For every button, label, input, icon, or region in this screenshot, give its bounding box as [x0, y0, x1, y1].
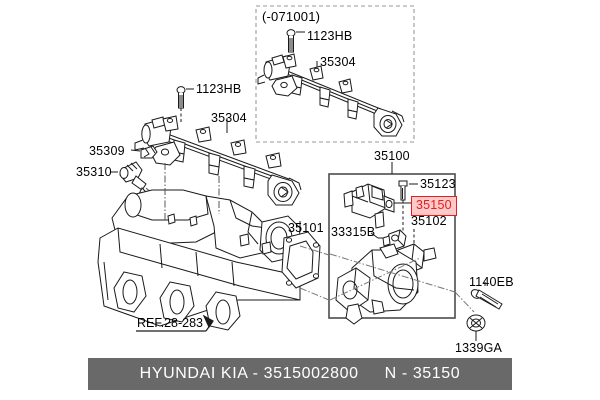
bolt-1140EB: [470, 282, 503, 310]
ref-underline-arrow: [136, 314, 214, 332]
label-35102: 35102: [411, 214, 447, 228]
inset-bolt-1123HB: [286, 29, 305, 53]
label-ref-28-283: REF.28-283: [137, 316, 204, 330]
label-1140EB: 1140EB: [469, 275, 514, 289]
label-35150-highlighted[interactable]: 35150: [411, 196, 457, 216]
inset-caption: (-071001): [262, 9, 321, 24]
gasket-35101: [281, 221, 321, 289]
label-33315B: 33315B: [331, 225, 376, 239]
label-inset-1123HB: 1123HB: [307, 29, 353, 43]
bolt-35123: [398, 180, 418, 252]
footer-bar: HYUNDAI KIA - 3515002800 N - 35150: [88, 358, 512, 390]
intake-manifold: [97, 163, 301, 331]
bolt-1123HB-main: [176, 86, 194, 122]
label-inset-35304: 35304: [320, 55, 356, 69]
sensor-33315B: [370, 229, 407, 251]
label-35123: 35123: [420, 177, 456, 191]
label-35309: 35309: [89, 144, 125, 158]
label-35304: 35304: [211, 111, 247, 125]
label-35101: 35101: [288, 221, 324, 235]
inset-fuel-rail-35304: [257, 53, 405, 137]
throttle-body: [329, 243, 456, 325]
footer-part-number: N - 35150: [384, 365, 461, 382]
label-35310: 35310: [76, 165, 112, 179]
label-1123HB: 1123HB: [196, 82, 242, 96]
fuel-rail-35304: [134, 115, 302, 206]
clip-35309: [130, 145, 158, 159]
washer-1339GA: [466, 314, 486, 341]
footer-brand-part: HYUNDAI KIA - 3515002800: [139, 365, 359, 382]
label-1339GA: 1339GA: [455, 341, 503, 355]
inset-box-border: [255, 5, 415, 143]
label-35100: 35100: [374, 149, 410, 163]
valve-35150: [343, 183, 411, 229]
